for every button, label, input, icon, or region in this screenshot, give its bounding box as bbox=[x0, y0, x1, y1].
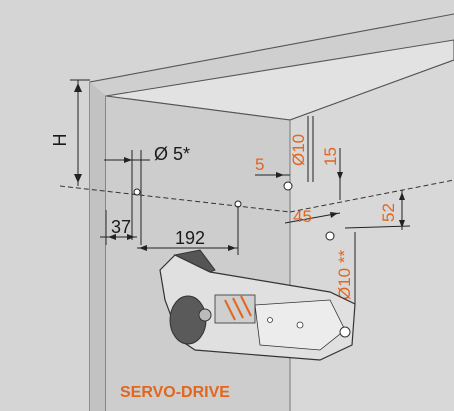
product-label: SERVO-DRIVE bbox=[120, 384, 230, 401]
hole-side bbox=[325, 231, 335, 241]
dim-5-label: 5 bbox=[255, 155, 264, 174]
height-arrow-top bbox=[74, 83, 82, 92]
reference-line-left bbox=[59, 185, 291, 213]
dim-45-label: 45 bbox=[293, 207, 312, 226]
hole-top bbox=[283, 181, 293, 191]
dim-52-arrow-top bbox=[399, 192, 405, 200]
dim-15-arrow bbox=[337, 172, 343, 180]
reference-line-right bbox=[289, 179, 454, 213]
dim-52-ext bbox=[344, 225, 411, 229]
dia5-arrow bbox=[124, 157, 132, 163]
dim-192-arrow-left bbox=[139, 245, 147, 251]
height-label: H bbox=[50, 134, 70, 147]
dim-37-label: 37 bbox=[111, 217, 131, 237]
dia10-side-label: Ø10 ** bbox=[335, 250, 354, 300]
height-arrow-bottom bbox=[74, 174, 82, 183]
dim-15-label: 15 bbox=[321, 147, 340, 166]
dim-192-arrow-right bbox=[228, 245, 236, 251]
dim-52-arrow-bottom bbox=[399, 220, 405, 228]
dia10-top-label: Ø10 bbox=[289, 134, 308, 166]
hole-1 bbox=[133, 188, 141, 196]
dim-37-arrow-right bbox=[127, 234, 135, 240]
dim-45-arrow bbox=[330, 212, 338, 218]
dim-52-label: 52 bbox=[379, 203, 398, 222]
dim-37-arrow-left bbox=[108, 234, 116, 240]
servo-drive-unit bbox=[159, 249, 356, 361]
dim-5-arrow bbox=[276, 172, 284, 178]
dia5-label: Ø 5* bbox=[154, 144, 190, 164]
panel-edge-face bbox=[90, 82, 106, 411]
top-right-edge-line bbox=[289, 59, 454, 121]
dim-192-label: 192 bbox=[175, 228, 205, 248]
top-edge-line bbox=[105, 95, 291, 121]
